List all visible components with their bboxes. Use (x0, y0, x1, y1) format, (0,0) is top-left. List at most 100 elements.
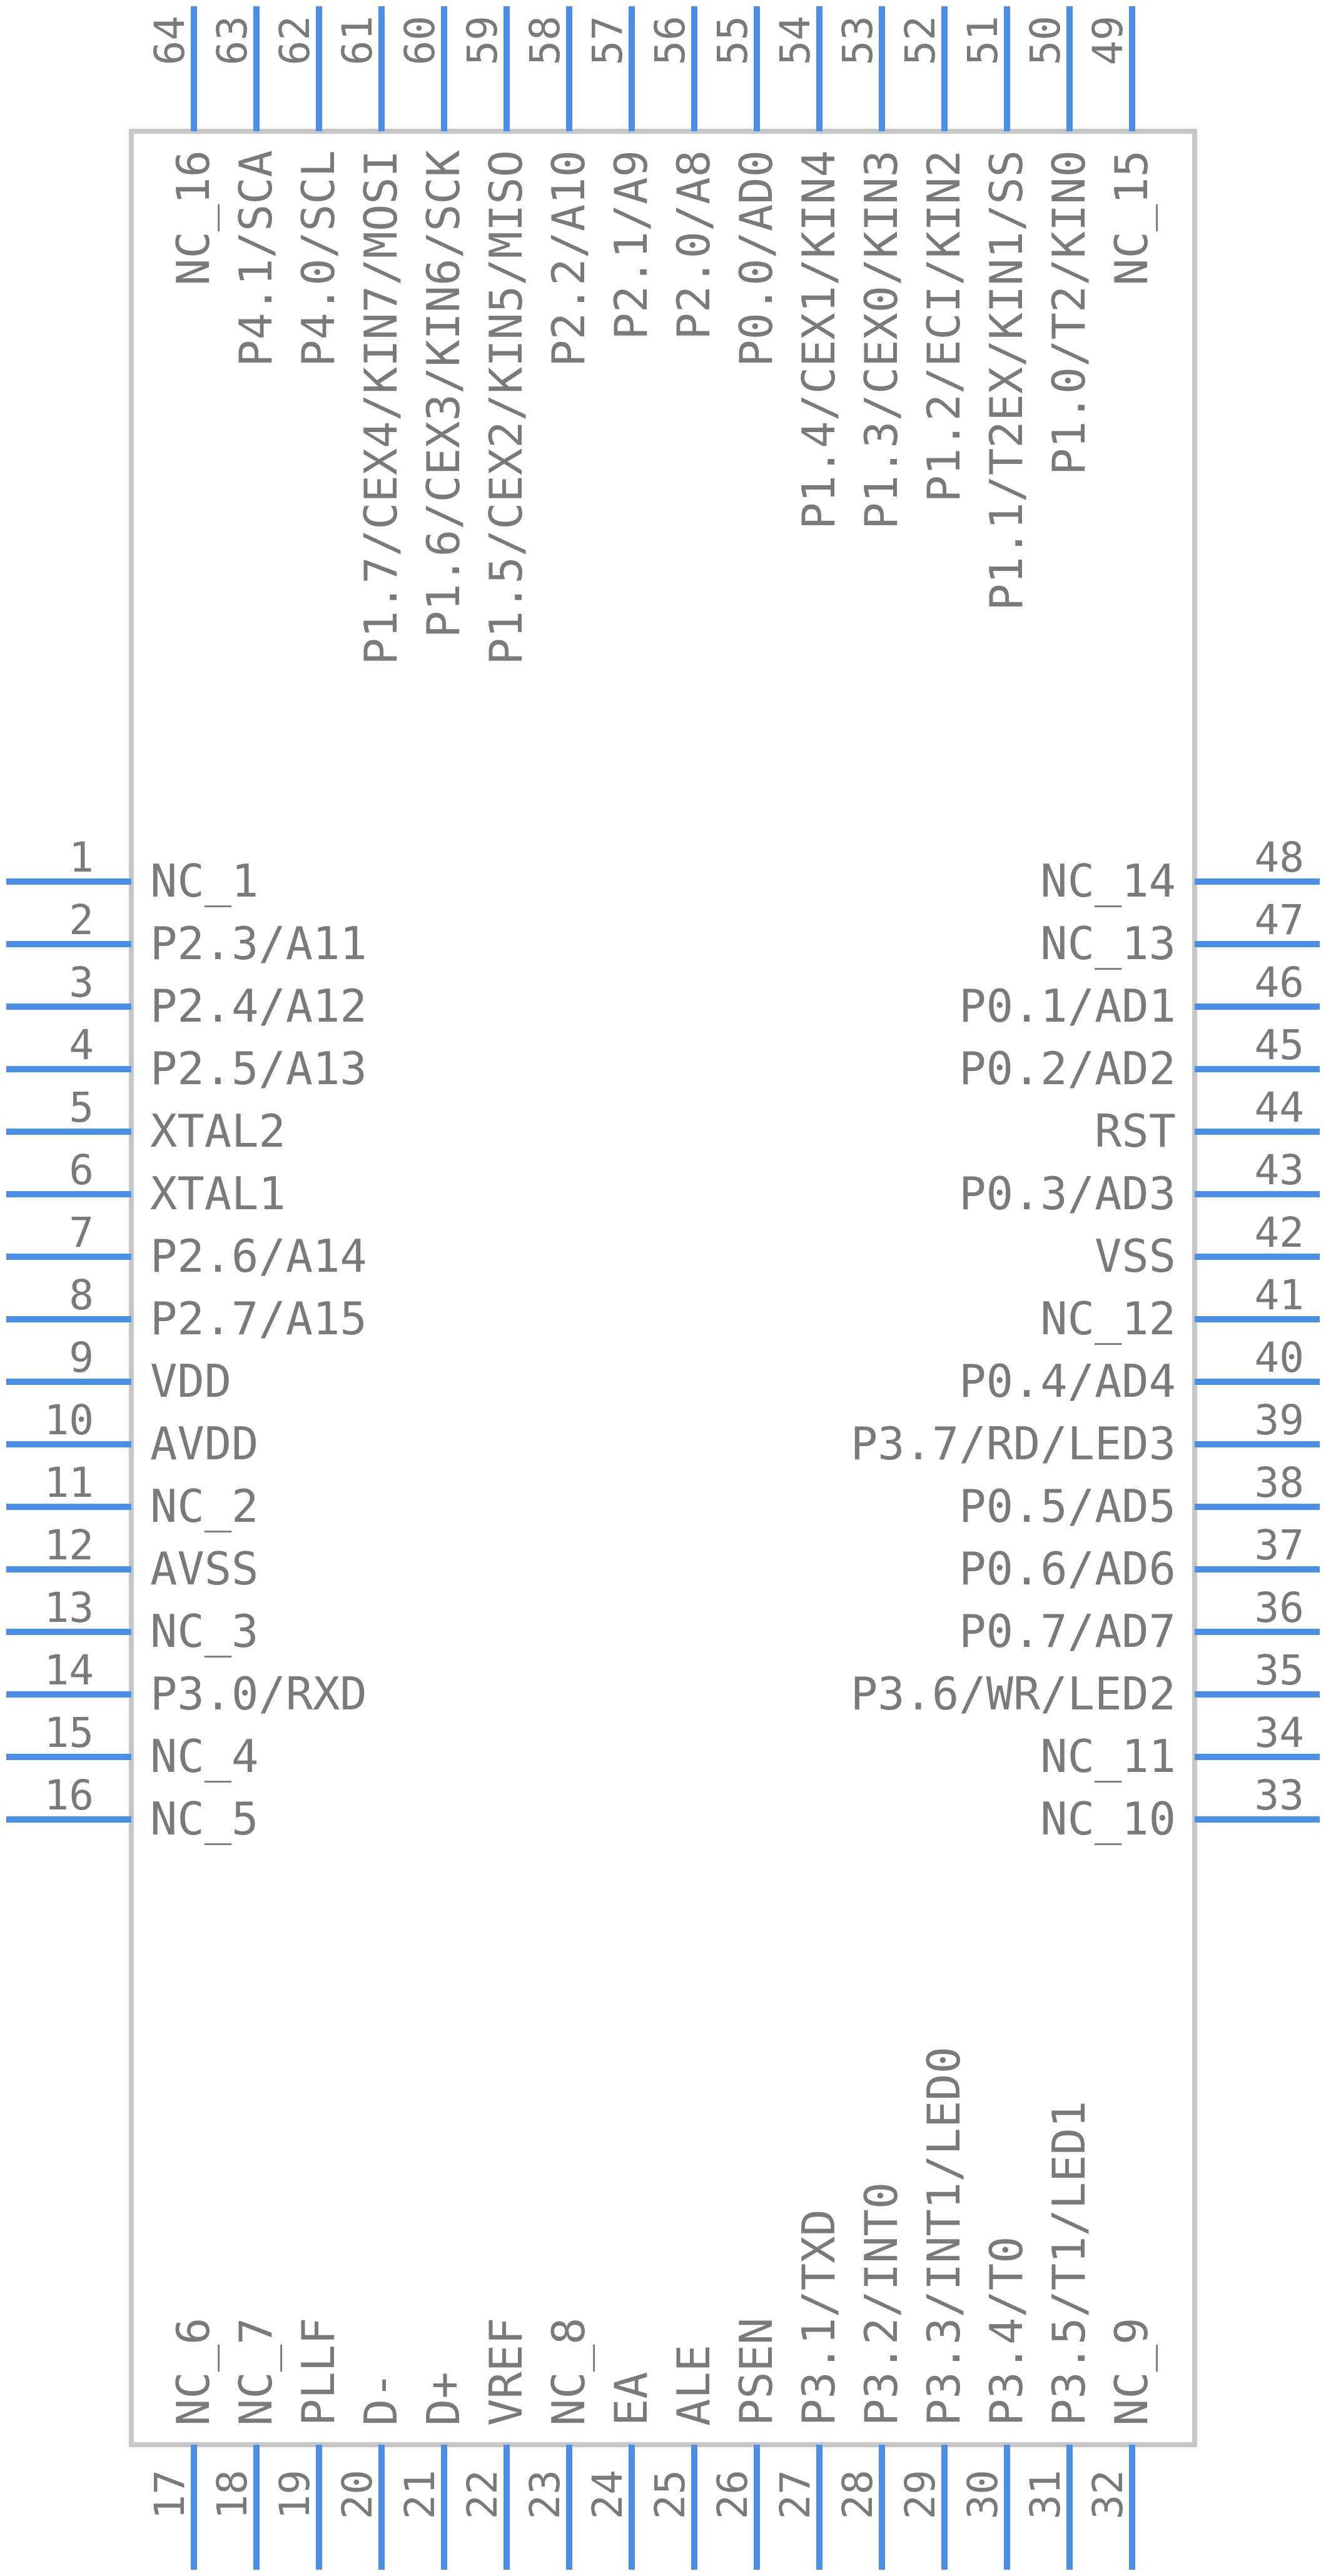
pin-31: 31 P3.5/T1/LED1 (1021, 2101, 1095, 2570)
pin-label: VSS (1095, 1230, 1176, 1282)
pin-label: P3.3/INT1/LED0 (918, 2046, 970, 2426)
pin-label: NC_8 (542, 2318, 595, 2426)
pin-number: 48 (1255, 833, 1304, 882)
pin-number: 12 (44, 1521, 94, 1569)
pin-3: 3 P2.4/A12 (6, 958, 367, 1032)
pin-number: 15 (44, 1709, 94, 1757)
pin-number: 3 (69, 958, 94, 1007)
pin-number: 21 (396, 2470, 444, 2519)
pin-label: NC_12 (1040, 1292, 1176, 1345)
pin-number: 37 (1255, 1521, 1304, 1569)
pin-number: 26 (709, 2470, 757, 2519)
pin-label: P1.2/ECI/KIN2 (918, 150, 970, 503)
pin-number: 55 (709, 16, 757, 65)
pin-label: P0.0/AD0 (730, 150, 782, 367)
pin-number: 7 (69, 1209, 94, 1257)
pin-label: P1.5/CEX2/KIN5/MISO (480, 150, 532, 665)
pin-label: P3.0/RXD (150, 1668, 367, 1720)
pin-number: 35 (1255, 1646, 1304, 1694)
pin-label: P2.4/A12 (150, 980, 367, 1032)
pin-number: 32 (1084, 2470, 1132, 2519)
pin-label: P3.5/T1/LED1 (1043, 2101, 1095, 2426)
pin-label: P0.3/AD3 (959, 1167, 1176, 1220)
pin-label: NC_5 (150, 1793, 258, 1845)
pin-label: P2.7/A15 (150, 1292, 367, 1345)
pin-label: PLLF (292, 2318, 345, 2426)
pin-number: 36 (1255, 1584, 1304, 1632)
pin-number: 57 (584, 16, 632, 65)
pin-number: 52 (896, 16, 944, 65)
pin-number: 62 (271, 16, 319, 65)
pin-label: VREF (480, 2318, 532, 2426)
pin-32: 32 NC_9 (1084, 2318, 1158, 2570)
pin-label: AVSS (150, 1542, 258, 1595)
pin-number: 63 (208, 16, 256, 65)
pin-number: 56 (646, 16, 694, 65)
pin-number: 31 (1021, 2470, 1070, 2519)
pin-label: NC_13 (1040, 917, 1176, 970)
pin-number: 22 (458, 2470, 507, 2519)
pin-number: 58 (521, 16, 569, 65)
pin-label: NC_9 (1105, 2318, 1158, 2426)
pin-number: 5 (69, 1084, 94, 1132)
pin-number: 61 (333, 16, 382, 65)
pin-label: P0.4/AD4 (959, 1355, 1176, 1407)
pin-label: NC_14 (1040, 855, 1176, 907)
pin-label: NC_1 (150, 855, 258, 907)
pin-number: 43 (1255, 1146, 1304, 1194)
pin-label: P3.4/T0 (980, 2236, 1033, 2426)
pin-number: 34 (1255, 1709, 1304, 1757)
pin-label: AVDD (150, 1417, 258, 1470)
pin-number: 39 (1255, 1396, 1304, 1444)
pin-12: 12 AVSS (6, 1521, 258, 1595)
pin-39: 39 P3.7/RD/LED3 (851, 1396, 1320, 1470)
right-pin-group: 48NC_1447NC_1346P0.1/AD145P0.2/AD244RST4… (851, 833, 1320, 1845)
pin-label: P0.2/AD2 (959, 1042, 1176, 1095)
pin-label: P0.1/AD1 (959, 980, 1176, 1032)
pin-label: P2.2/A10 (542, 150, 595, 367)
pin-label: P2.5/A13 (150, 1042, 367, 1095)
pin-number: 13 (44, 1584, 94, 1632)
pin-label: P0.7/AD7 (959, 1605, 1176, 1658)
pin-48: 48 NC_14 (1040, 833, 1320, 907)
pin-label: P4.1/SCA (230, 150, 282, 367)
pin-label: P2.0/A8 (667, 150, 720, 340)
pin-number: 14 (44, 1646, 94, 1694)
pin-number: 9 (69, 1334, 94, 1382)
pin-label: VDD (150, 1355, 231, 1407)
pin-label: P3.7/RD/LED3 (851, 1417, 1176, 1470)
pin-label: P0.6/AD6 (959, 1542, 1176, 1595)
pin-label: D- (355, 2372, 407, 2426)
pin-label: P1.0/T2/KIN0 (1043, 150, 1095, 475)
pin-number: 42 (1255, 1209, 1304, 1257)
pin-number: 19 (271, 2470, 319, 2519)
pin-number: 50 (1021, 16, 1070, 65)
pin-14: 14 P3.0/RXD (6, 1646, 367, 1720)
pin-22: 22 VREF (458, 2318, 532, 2570)
pin-label: P4.0/SCL (292, 150, 345, 367)
pin-number: 51 (959, 16, 1007, 65)
